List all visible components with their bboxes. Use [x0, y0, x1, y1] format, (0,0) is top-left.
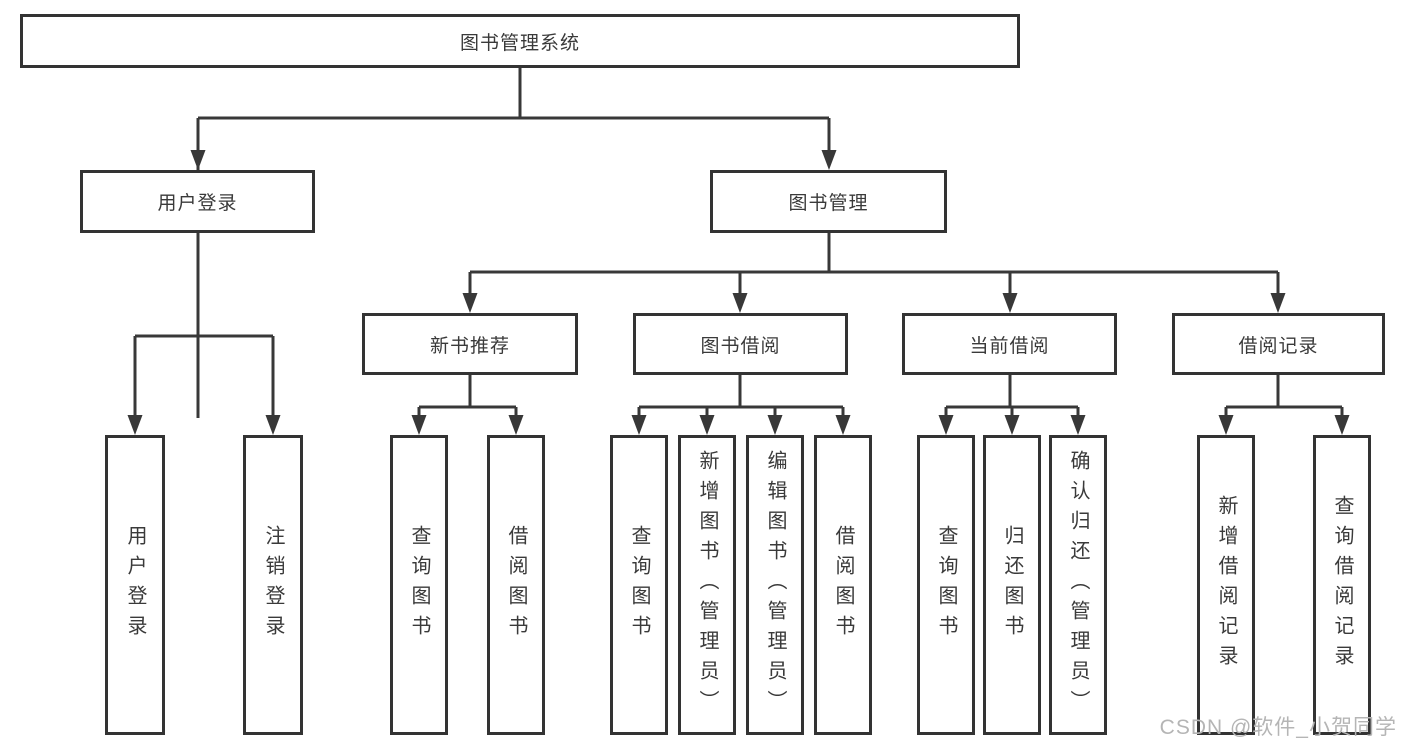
leaf-current-confirm-return: 确认归还（管理员） [1049, 435, 1107, 735]
leaf-current-return-book: 归还图书 [983, 435, 1041, 735]
connector-user-login-branch [127, 233, 281, 435]
leaf-newbook-borrow-book: 借阅图书 [487, 435, 545, 735]
leaf-user-login: 用户登录 [105, 435, 165, 735]
arrowhead [767, 415, 783, 435]
node-new-book-recommend: 新书推荐 [362, 313, 578, 375]
arrowhead [462, 293, 478, 313]
arrowhead [835, 415, 851, 435]
arrowhead [938, 415, 954, 435]
arrowhead [1270, 293, 1286, 313]
arrowhead [190, 150, 206, 170]
arrowhead [699, 415, 715, 435]
arrowhead [732, 293, 748, 313]
leaf-logout: 注销登录 [243, 435, 303, 735]
arrowhead [411, 415, 427, 435]
leaf-record-query: 查询借阅记录 [1313, 435, 1371, 735]
leaf-borrow-add-book: 新增图书（管理员） [678, 435, 736, 735]
arrowhead [1070, 415, 1086, 435]
leaf-borrow-borrow-book: 借阅图书 [814, 435, 872, 735]
arrowhead [821, 150, 837, 170]
connector-book-borrow-branch [631, 375, 851, 435]
arrowhead [265, 415, 281, 435]
leaf-borrow-query-book: 查询图书 [610, 435, 668, 735]
arrowhead [1334, 415, 1350, 435]
connector-root-to-level2 [190, 68, 837, 418]
arrowhead [1218, 415, 1234, 435]
arrowhead [1004, 415, 1020, 435]
node-borrow-record: 借阅记录 [1172, 313, 1385, 375]
arrowhead [631, 415, 647, 435]
watermark: CSDN @软件_小贺同学 [1159, 716, 1397, 739]
leaf-record-add: 新增借阅记录 [1197, 435, 1255, 735]
connector-new-book-branch [411, 375, 524, 435]
arrowhead [127, 415, 143, 435]
connector-book-management-branch [462, 233, 1286, 313]
connector-current-borrow-branch [938, 375, 1086, 435]
arrowhead [508, 415, 524, 435]
connector-borrow-record-branch [1218, 375, 1350, 435]
leaf-newbook-query-book: 查询图书 [390, 435, 448, 735]
leaf-current-query-book: 查询图书 [917, 435, 975, 735]
node-user-login: 用户登录 [80, 170, 315, 233]
arrowhead [1002, 293, 1018, 313]
leaf-borrow-edit-book: 编辑图书（管理员） [746, 435, 804, 735]
node-book-borrow: 图书借阅 [633, 313, 848, 375]
node-root: 图书管理系统 [20, 14, 1020, 68]
node-current-borrow: 当前借阅 [902, 313, 1117, 375]
node-book-management: 图书管理 [710, 170, 947, 233]
